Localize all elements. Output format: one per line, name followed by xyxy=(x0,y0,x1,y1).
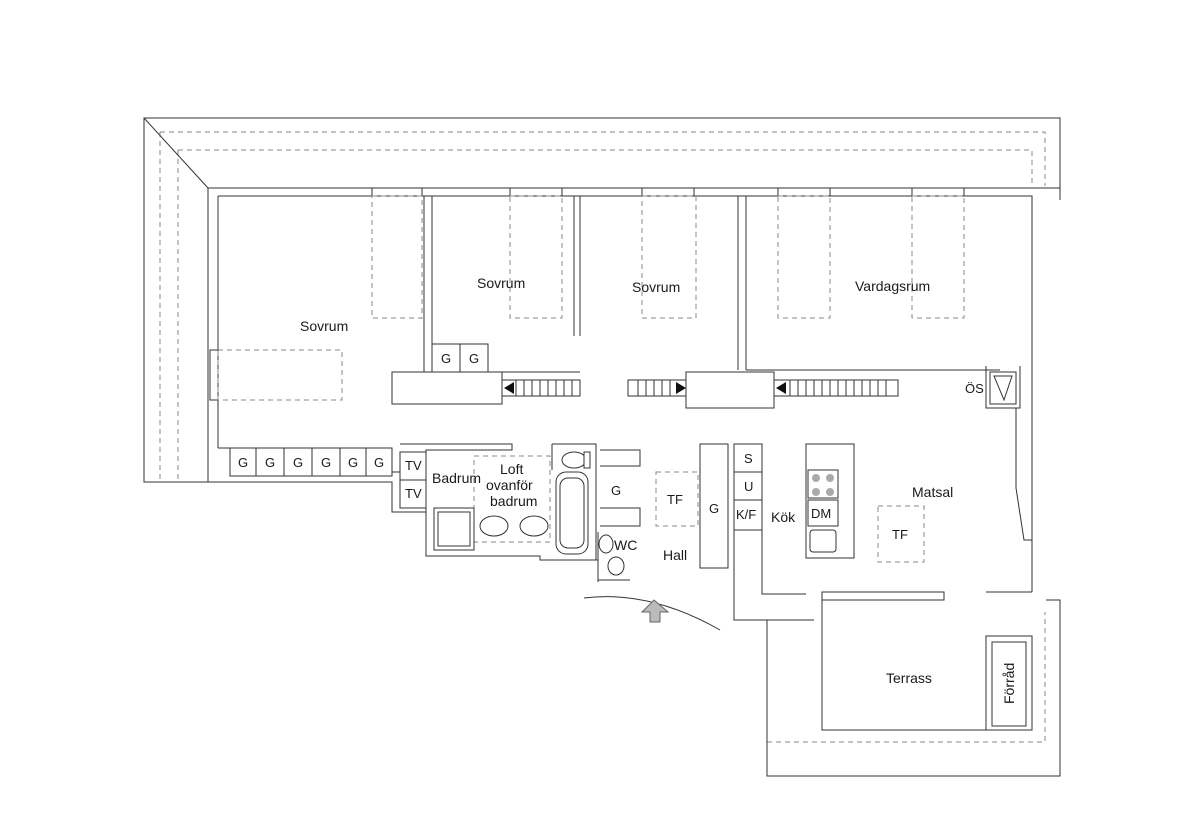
label-g-row-1: G xyxy=(238,455,248,470)
label-kok: Kök xyxy=(771,509,796,525)
label-g-row-6: G xyxy=(374,455,384,470)
label-forrad: Förråd xyxy=(1001,663,1017,704)
label-tv-2: TV xyxy=(405,486,422,501)
label-g-pair-1: G xyxy=(441,351,451,366)
stairs xyxy=(501,379,899,397)
label-g-row-2: G xyxy=(265,455,275,470)
label-sovrum-1: Sovrum xyxy=(300,318,348,334)
label-loft-3: badrum xyxy=(490,493,537,509)
label-dm: DM xyxy=(811,506,831,521)
label-hall: Hall xyxy=(663,547,687,563)
label-vardagsrum: Vardagsrum xyxy=(855,278,930,294)
fireplace-icon xyxy=(989,371,1017,405)
roof-outline xyxy=(159,131,1046,743)
label-g-hall: G xyxy=(709,501,719,516)
label-tf-matsal: TF xyxy=(892,527,908,542)
label-sovrum-3: Sovrum xyxy=(632,279,680,295)
label-tv-1: TV xyxy=(405,458,422,473)
label-g-pair-2: G xyxy=(469,351,479,366)
hall-kitchen-walls xyxy=(655,443,1032,621)
label-wc: WC xyxy=(614,537,637,553)
label-loft-1: Loft xyxy=(500,461,523,477)
label-tf-hall: TF xyxy=(667,492,683,507)
windows xyxy=(209,187,965,601)
label-matsal: Matsal xyxy=(912,484,953,500)
label-ugn: U xyxy=(744,479,753,494)
furniture-outlines xyxy=(217,195,965,543)
label-g-row-4: G xyxy=(321,455,331,470)
label-g-row-3: G xyxy=(293,455,303,470)
label-terrass: Terrass xyxy=(886,670,932,686)
terrace xyxy=(766,599,1061,777)
entrance-arrow-icon xyxy=(640,599,670,623)
label-kf: K/F xyxy=(736,507,756,522)
wardrobe-row xyxy=(229,447,393,477)
label-g-bath: G xyxy=(611,483,621,498)
label-spis: S xyxy=(744,451,753,466)
label-g-row-5: G xyxy=(348,455,358,470)
label-sovrum-2: Sovrum xyxy=(477,275,525,291)
label-loft-2: ovanför xyxy=(486,477,533,493)
bathroom xyxy=(399,443,641,581)
label-os: ÖS xyxy=(965,381,984,396)
wardrobe-pair xyxy=(431,343,489,373)
label-badrum: Badrum xyxy=(432,470,481,486)
